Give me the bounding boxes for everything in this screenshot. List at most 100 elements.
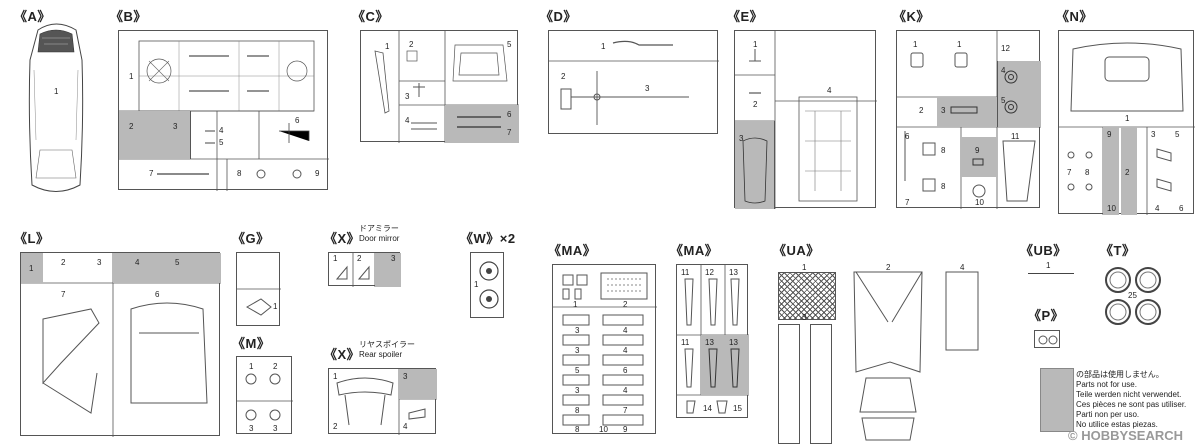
group-label-ma-1: 《MA》 [548,243,597,258]
part-e-4: 4 [827,86,832,95]
legend-line-it: Parti non per uso. [1076,410,1140,419]
part-ub-1: 1 [1046,261,1051,270]
part-k-1a: 1 [913,40,918,49]
group-label-b: 《B》 [110,9,147,24]
part-l-5: 5 [175,258,180,267]
part-c-6: 6 [507,110,512,119]
legend-line-es: No utilice estas piezas. [1076,420,1158,429]
part-ua-4: 4 [960,263,965,272]
group-label-g: 《G》 [232,231,270,246]
part-ma-3a: 3 [575,326,580,335]
part-ma-12: 12 [705,268,714,277]
door-mirror-en: Door mirror [359,234,400,243]
part-c-1: 1 [385,42,390,51]
part-ma-9: 9 [623,425,628,434]
sprue-x-rear-spoiler: 1 2 3 4 [328,368,437,435]
part-b-2: 2 [129,122,134,131]
part-d-2: 2 [561,72,566,81]
part-ma-6: 6 [623,366,628,375]
sprue-d-drawing [549,40,719,125]
ua-side-window-left [778,324,800,444]
part-d-3: 3 [645,84,650,93]
sprue-ma-1: 1 2 3 4 3 4 5 6 3 4 7 8 8 9 10 [552,264,657,434]
part-c-4: 4 [405,116,410,125]
part-ma-10: 10 [599,425,608,434]
sprue-k: 1 1 12 2 3 4 5 6 7 8 8 9 10 11 [896,30,1041,209]
part-n-3: 3 [1151,130,1156,139]
sprue-l-drawing [21,253,221,437]
part-k-1b: 1 [957,40,962,49]
part-w-1: 1 [474,280,479,289]
ub-part-line [1028,273,1074,274]
group-label-p: 《P》 [1028,308,1065,323]
part-k-7: 7 [905,198,910,207]
part-x-mirror-2: 2 [357,254,362,263]
sprue-t: 25 [1100,262,1170,332]
part-c-5: 5 [507,40,512,49]
part-b-6: 6 [295,116,300,125]
part-ma-4c: 4 [623,386,628,395]
part-ma-3b: 3 [575,346,580,355]
part-t-25: 25 [1128,291,1137,300]
part-b-7: 7 [149,169,154,178]
part-l-7: 7 [61,290,66,299]
sprue-w: 1 [470,252,504,318]
part-a-1: 1 [54,87,59,96]
part-n-10: 10 [1107,204,1116,213]
part-ma-13b: 13 [705,338,714,347]
part-n-9: 9 [1107,130,1112,139]
group-label-l: 《L》 [14,231,50,246]
sprue-x-door-mirror: 1 2 3 [328,252,401,287]
sprue-e-unused-wing [742,137,768,204]
part-ma-11b: 11 [681,338,690,347]
part-n-2: 2 [1125,168,1130,177]
sprue-ma-1-drawing [553,272,657,426]
legend-unused-swatch [1040,368,1074,432]
part-k-10: 10 [975,198,984,207]
group-label-n: 《N》 [1056,9,1093,24]
part-b-8: 8 [237,169,242,178]
part-l-2: 2 [61,258,66,267]
legend-line-de: Teile werden nicht verwendet. [1076,390,1182,399]
part-k-6: 6 [905,132,910,141]
part-x-spoiler-2: 2 [333,422,338,431]
sprue-b-unused-2-3 [119,111,191,159]
sprue-a: 1 [0,0,100,220]
part-ma-8b: 8 [575,425,580,434]
part-b-9: 9 [315,169,320,178]
part-m-3a: 3 [249,424,254,433]
part-ma-4b: 4 [623,346,628,355]
part-ma-1: 1 [573,300,578,309]
sprue-e-drawing [735,31,877,209]
part-m-3b: 3 [273,424,278,433]
group-label-k: 《K》 [893,9,930,24]
sprue-n: 1 9 3 5 7 8 2 10 4 6 [1058,30,1195,215]
sprue-x-mirror-unused-3 [375,253,401,287]
part-ua-3: 3 [802,313,807,322]
sprue-m-drawing [237,373,293,421]
part-l-3: 3 [97,258,102,267]
group-label-e: 《E》 [727,9,764,24]
part-k-8a: 8 [941,146,946,155]
part-b-4: 4 [219,126,224,135]
ua-side-window-right [810,324,832,444]
sprue-c-unused-parts [457,116,501,128]
sprue-b: 1 2 3 4 5 6 7 8 9 [118,30,329,191]
part-x-spoiler-4: 4 [403,422,408,431]
part-k-11: 11 [1011,132,1020,141]
door-mirror-jp: ドアミラー [359,224,399,233]
part-ma-5: 5 [575,366,580,375]
sprue-c: 1 2 3 4 5 6 7 [360,30,519,143]
part-l-4: 4 [135,258,140,267]
part-k-2: 2 [919,106,924,115]
sprue-k-unused-4-5 [997,61,1041,127]
part-ma-2: 2 [623,300,628,309]
part-n-8: 8 [1085,168,1090,177]
part-k-9: 9 [975,146,980,155]
part-c-2: 2 [409,40,414,49]
part-ma-15: 15 [733,404,742,413]
part-b-5: 5 [219,138,224,147]
sprue-x-spoiler-drawing [336,369,437,435]
tires-drawing [1105,267,1161,325]
sprue-n-unused-9-10 [1103,127,1119,215]
